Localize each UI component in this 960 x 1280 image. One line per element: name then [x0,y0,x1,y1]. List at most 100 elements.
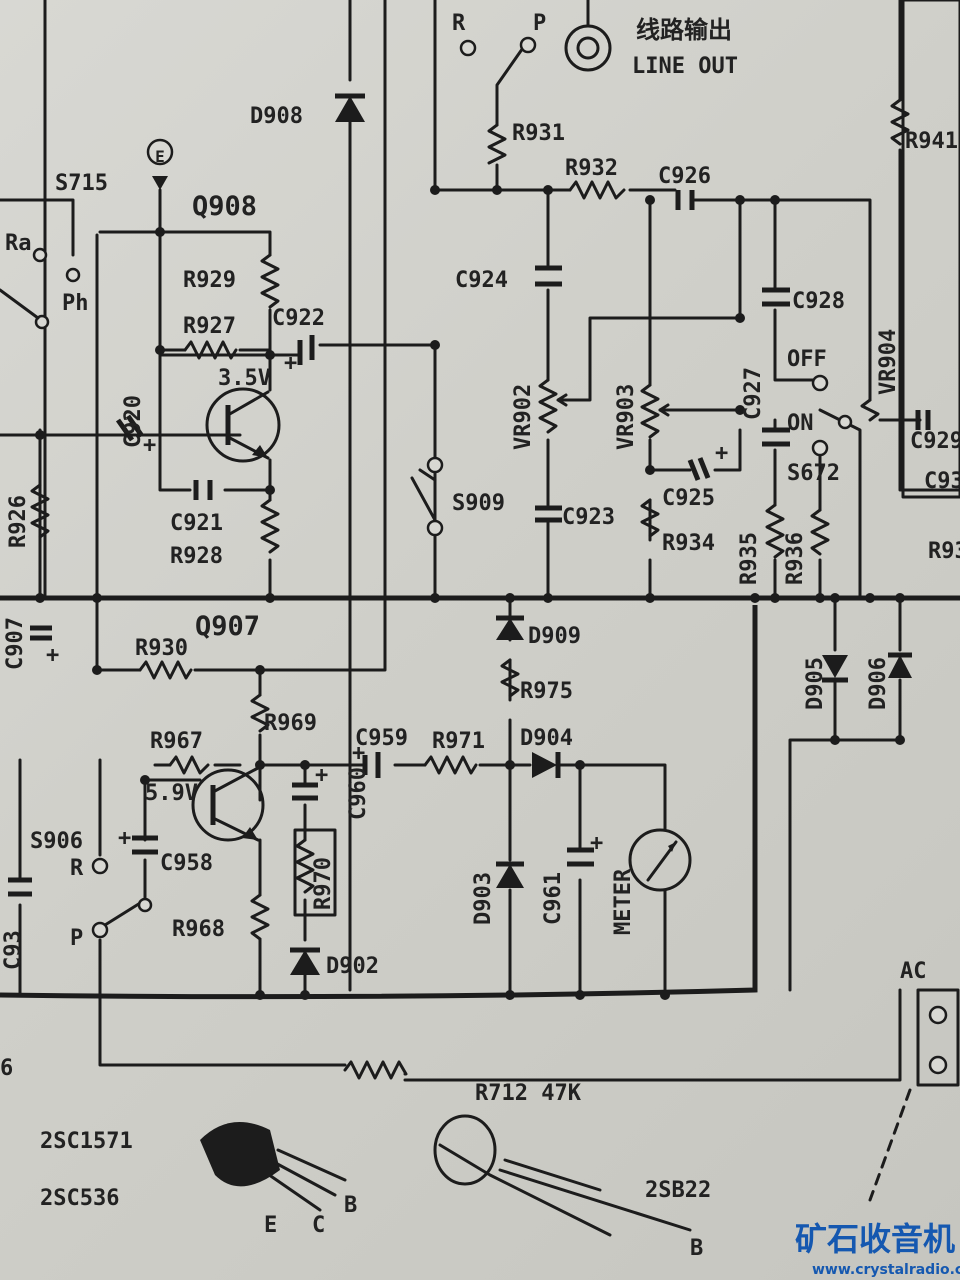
wires [0,0,960,1202]
junction-dot [265,350,275,360]
label-s909: S909 [452,491,505,516]
label-r967: R967 [150,729,203,754]
label-c: C [312,1213,325,1238]
label-r93x: R93 [928,539,960,564]
label-3-5v: 3.5V [218,366,271,391]
junction-dot [505,593,515,603]
resistor-r932 [568,180,626,200]
label-r975: R975 [520,679,573,704]
label-r928: R928 [170,544,223,569]
label-ph: Ph [62,291,89,316]
label-r-s906: R [70,856,84,881]
resistor-r968 [250,893,270,941]
resistor-r926 [30,483,50,539]
junction-dot [35,593,45,603]
label-b: B [344,1193,357,1218]
resistors [30,98,910,1080]
transistor-q907 [191,768,265,842]
label-c926: C926 [658,164,711,189]
cap-c927 [762,427,790,447]
label-r927: R927 [183,314,236,339]
label-c925: C925 [662,486,715,511]
junction-dot [575,760,585,770]
junction-dot [140,775,150,785]
resistor-r971 [423,755,478,775]
label-r934: R934 [662,531,715,556]
label-5-9v: 5.9V [145,781,198,806]
diode-d904 [532,752,557,778]
label-r931: R931 [512,121,565,146]
diode-d905 [822,655,848,678]
diode-d908 [335,96,365,122]
junction-dot [543,185,553,195]
junction-dot [815,593,825,603]
label-2sb22: 2SB22 [645,1178,711,1203]
label-r932: R932 [565,156,618,181]
terminal-r-top [459,39,477,57]
label-s672: S672 [787,461,840,486]
junction-dot [265,593,275,603]
label-p-s906: P [70,926,83,951]
label-p-top: P [533,11,546,36]
resistor-r934 [640,498,660,538]
junction-dot [895,735,905,745]
label-ra: Ra [5,231,32,256]
terminal-p-s906 [91,921,109,939]
label-vr902: VR902 [511,384,536,450]
label-c928: C928 [792,289,845,314]
label-d909: D909 [528,624,581,649]
resistor-r712 [343,1060,408,1080]
label-c960: C960 [346,767,371,820]
cap-c924 [535,265,562,287]
pot-vr902 [538,378,558,434]
watermark-title: 矿石收音机 [795,1220,955,1258]
cap-c920 [115,414,145,442]
label-c927: C927 [741,367,766,420]
cap-c926 [675,190,695,210]
r970-box [293,828,337,917]
label-line-out-cn: 线路输出 [636,16,732,44]
junction-dot [492,185,502,195]
resistor-r936 [810,508,830,556]
svg-text:+: + [118,826,131,851]
potentiometers [538,378,880,439]
junction-dot [830,593,840,603]
pot-vr903 [640,383,660,439]
terminal-e [146,138,174,166]
cap-c921 [193,480,213,500]
label-r936: R936 [783,532,808,585]
label-r929: R929 [183,268,236,293]
terminal-r-s906 [91,857,109,875]
junction-dot [505,990,515,1000]
label-ac: AC [900,959,927,984]
cap-c959 [362,752,381,778]
junction-dot [735,313,745,323]
label-vr904: VR904 [876,329,901,395]
svg-text:+: + [284,351,297,376]
ac-socket [916,988,960,1087]
junction-dot [505,760,515,770]
to1-package-icon [433,1114,497,1186]
junction-dot [645,465,655,475]
label-c921: C921 [170,511,223,536]
label-d905: D905 [803,657,828,710]
junction-dot [155,345,165,355]
label-q908: Q908 [192,191,257,222]
label-r926: R926 [6,495,31,548]
label-r970: R970 [311,857,336,910]
junction-dot [895,593,905,603]
junction-dot [430,185,440,195]
junction-dot [735,195,745,205]
resistor-r967 [168,755,210,775]
resistor-r929 [260,253,280,309]
watermark-url: www.crystalradio.cn [812,1262,960,1278]
junction-dot [430,340,440,350]
line-out-jack [564,24,612,72]
label-b2: B [690,1236,703,1261]
label-off: OFF [787,347,827,372]
terminal-p-top [519,36,537,54]
cap-c937 [8,877,32,897]
junction-dot [770,593,780,603]
label-r-top: R [452,11,466,36]
